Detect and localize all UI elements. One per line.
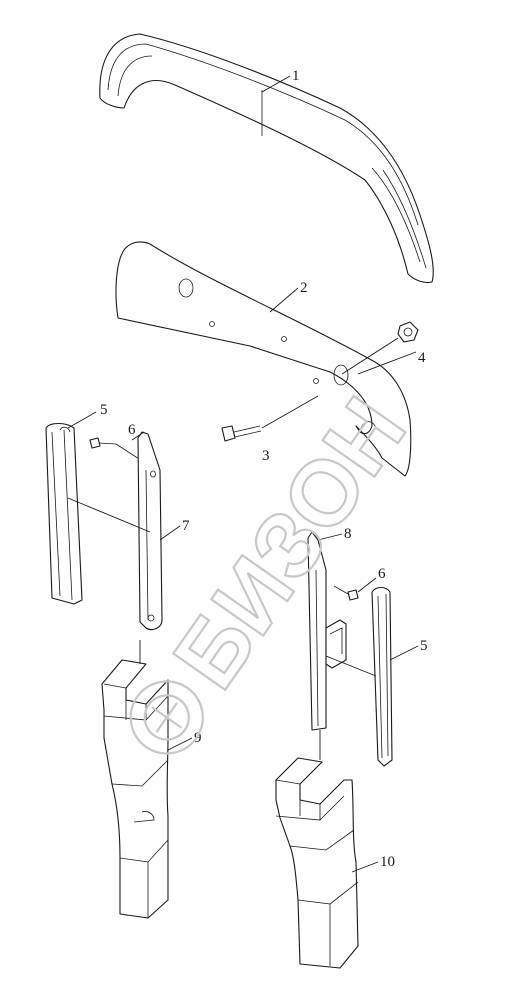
- right-foam-block: [275, 757, 359, 969]
- top-arch-guard: [99, 33, 434, 284]
- left-support-bar: [137, 431, 163, 631]
- callout-1: 1: [292, 68, 300, 84]
- watermark-logo-icon: [129, 680, 204, 755]
- callout-5-right: 5: [420, 638, 428, 654]
- leader-lines: [67, 75, 419, 873]
- left-foam-block: [101, 659, 169, 919]
- callout-2: 2: [300, 280, 308, 296]
- callout-7: 7: [182, 518, 190, 534]
- callout-6-right: 6: [378, 566, 386, 582]
- nut: [341, 321, 419, 375]
- bolt: [221, 395, 319, 442]
- left-edge-seal: [45, 422, 83, 605]
- callout-10: 10: [380, 854, 395, 870]
- right-screw: [333, 585, 359, 601]
- callout-4: 4: [418, 350, 426, 366]
- main-plate: [115, 241, 412, 477]
- right-support-bar: [307, 531, 347, 731]
- callout-9: 9: [194, 730, 202, 746]
- callout-3: 3: [262, 448, 270, 464]
- right-edge-seal: [371, 586, 393, 767]
- callout-labels: 1 2 3 4 5 6 7 8 6 5 9 10: [100, 68, 428, 870]
- callout-5-left: 5: [100, 402, 108, 418]
- callout-6-left: 6: [128, 422, 136, 438]
- callout-8: 8: [344, 526, 352, 542]
